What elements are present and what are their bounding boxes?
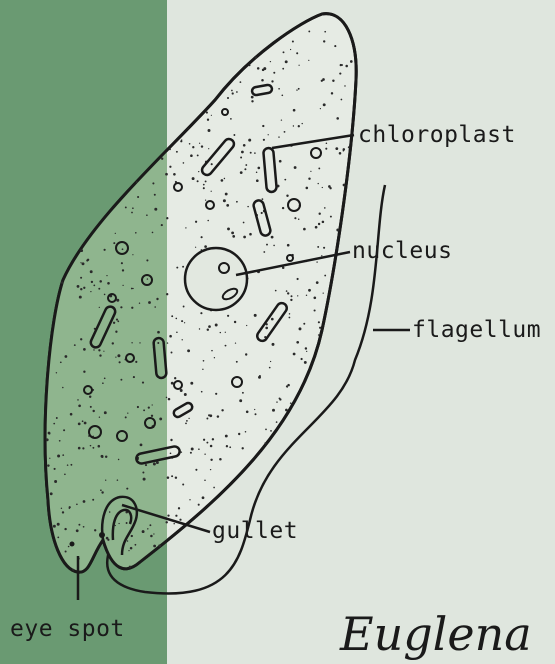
label-flagellum: flagellum [412,317,541,343]
label-nucleus: nucleus [352,238,452,264]
label-eye-spot: eye spot [10,616,125,642]
label-chloroplast: chloroplast [358,122,516,148]
diagram-title: Euglena [339,607,532,661]
label-gullet: gullet [212,518,298,544]
nucleus [185,248,247,310]
